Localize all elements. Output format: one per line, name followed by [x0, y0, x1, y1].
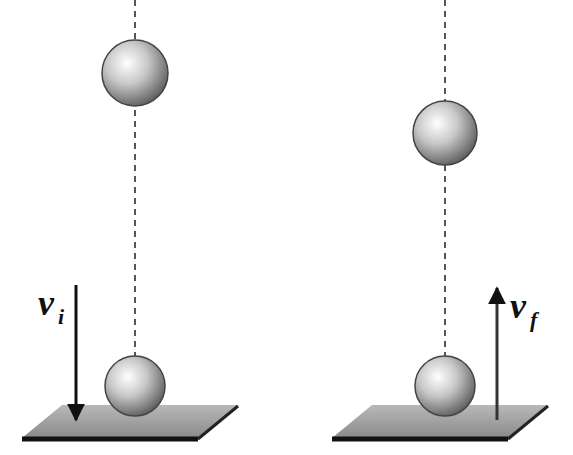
- floor-edge: [332, 437, 508, 442]
- floor-edge: [198, 406, 238, 439]
- path-line: [444, 0, 446, 392]
- floor-edge: [22, 437, 198, 442]
- velocity-symbol: v: [510, 288, 526, 324]
- floor-edge: [508, 406, 548, 439]
- ball: [415, 356, 475, 416]
- velocity-subscript: f: [530, 309, 537, 331]
- ball: [105, 356, 165, 416]
- velocity-arrow: [496, 288, 499, 420]
- ball: [413, 101, 477, 165]
- velocity-subscript: i: [58, 306, 64, 328]
- velocity-symbol: v: [38, 285, 54, 321]
- ball: [102, 40, 168, 106]
- velocity-arrow: [75, 285, 78, 420]
